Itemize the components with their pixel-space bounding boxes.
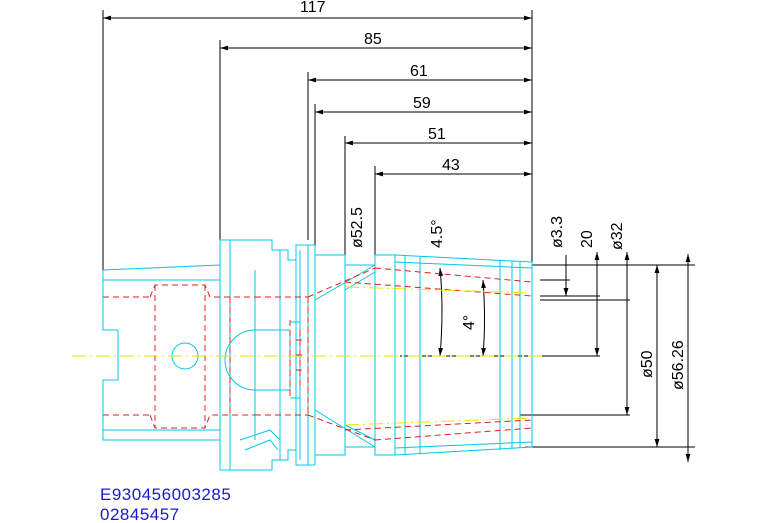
horizontal-dimensions: 117 85 61 59 51 43 <box>102 0 533 270</box>
part-code-1: E930456003285 <box>100 485 231 504</box>
dim-label-85: 85 <box>364 31 382 48</box>
part-code-2: 02845457 <box>100 505 180 523</box>
hidden-lines <box>103 267 533 441</box>
dim-label-d52-5: ø52.5 <box>349 207 366 248</box>
dim-label-d50: ø50 <box>639 350 656 378</box>
dim-label-angle-4-5: 4.5° <box>429 219 446 248</box>
dim-label-43: 43 <box>442 157 460 174</box>
dim-label-d3-3: ø3.3 <box>549 216 566 248</box>
dim-label-d32: ø32 <box>609 222 626 250</box>
vertical-dimensions: ø52.5 4.5° 4° ø3.3 20 ø32 ø50 ø56.26 <box>349 207 695 462</box>
dim-label-angle-4: 4° <box>461 315 478 330</box>
dim-label-20: 20 <box>579 230 596 248</box>
angle-dimensions <box>400 267 545 357</box>
dim-label-51: 51 <box>428 126 446 143</box>
dim-label-d56-26: ø56.26 <box>670 340 687 390</box>
dim-label-117: 117 <box>300 0 326 16</box>
dim-label-61: 61 <box>410 63 428 80</box>
holder-outline <box>102 239 533 471</box>
dim-label-59: 59 <box>413 95 431 112</box>
